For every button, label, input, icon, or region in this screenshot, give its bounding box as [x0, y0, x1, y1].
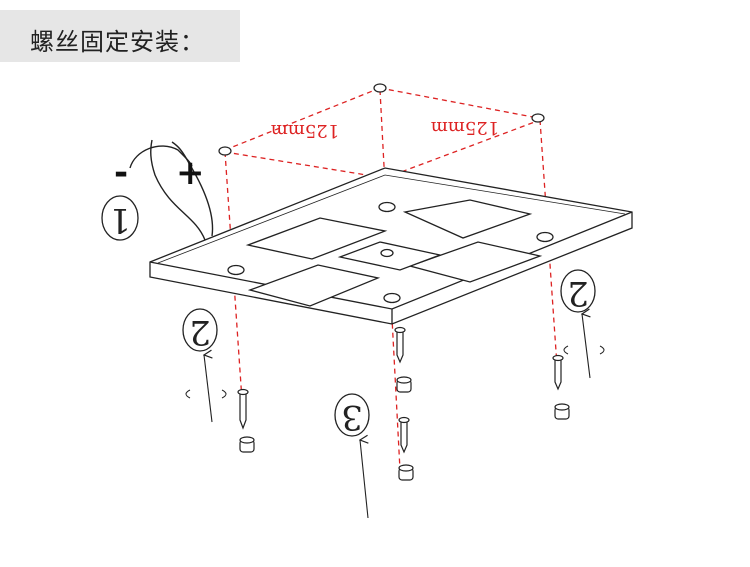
dimension-right-label: 125mm — [431, 117, 500, 138]
dimension-left-label: 125mm — [271, 120, 340, 141]
wire-minus-sign: - — [114, 153, 128, 193]
step-2-right-marker: 2 — [560, 269, 605, 379]
screws — [237, 326, 564, 454]
page-title: 螺丝固定安装： — [30, 28, 205, 56]
light-panel — [149, 167, 633, 325]
step-3-marker: 3 — [334, 393, 370, 519]
step-1-label: 1 — [109, 200, 131, 240]
step-2-left-label: 2 — [189, 312, 211, 352]
power-wire — [129, 139, 214, 241]
step-2-right-label: 2 — [567, 273, 589, 313]
wall-anchors — [239, 376, 570, 481]
title-bar: 螺丝固定安装： — [0, 10, 240, 62]
wire-plus-sign: + — [176, 153, 205, 193]
step-3-label: 3 — [341, 397, 363, 437]
step-1-marker: 1 — [101, 195, 139, 241]
ceiling-holes — [218, 83, 545, 156]
step-2-left-marker: 2 — [182, 308, 227, 423]
